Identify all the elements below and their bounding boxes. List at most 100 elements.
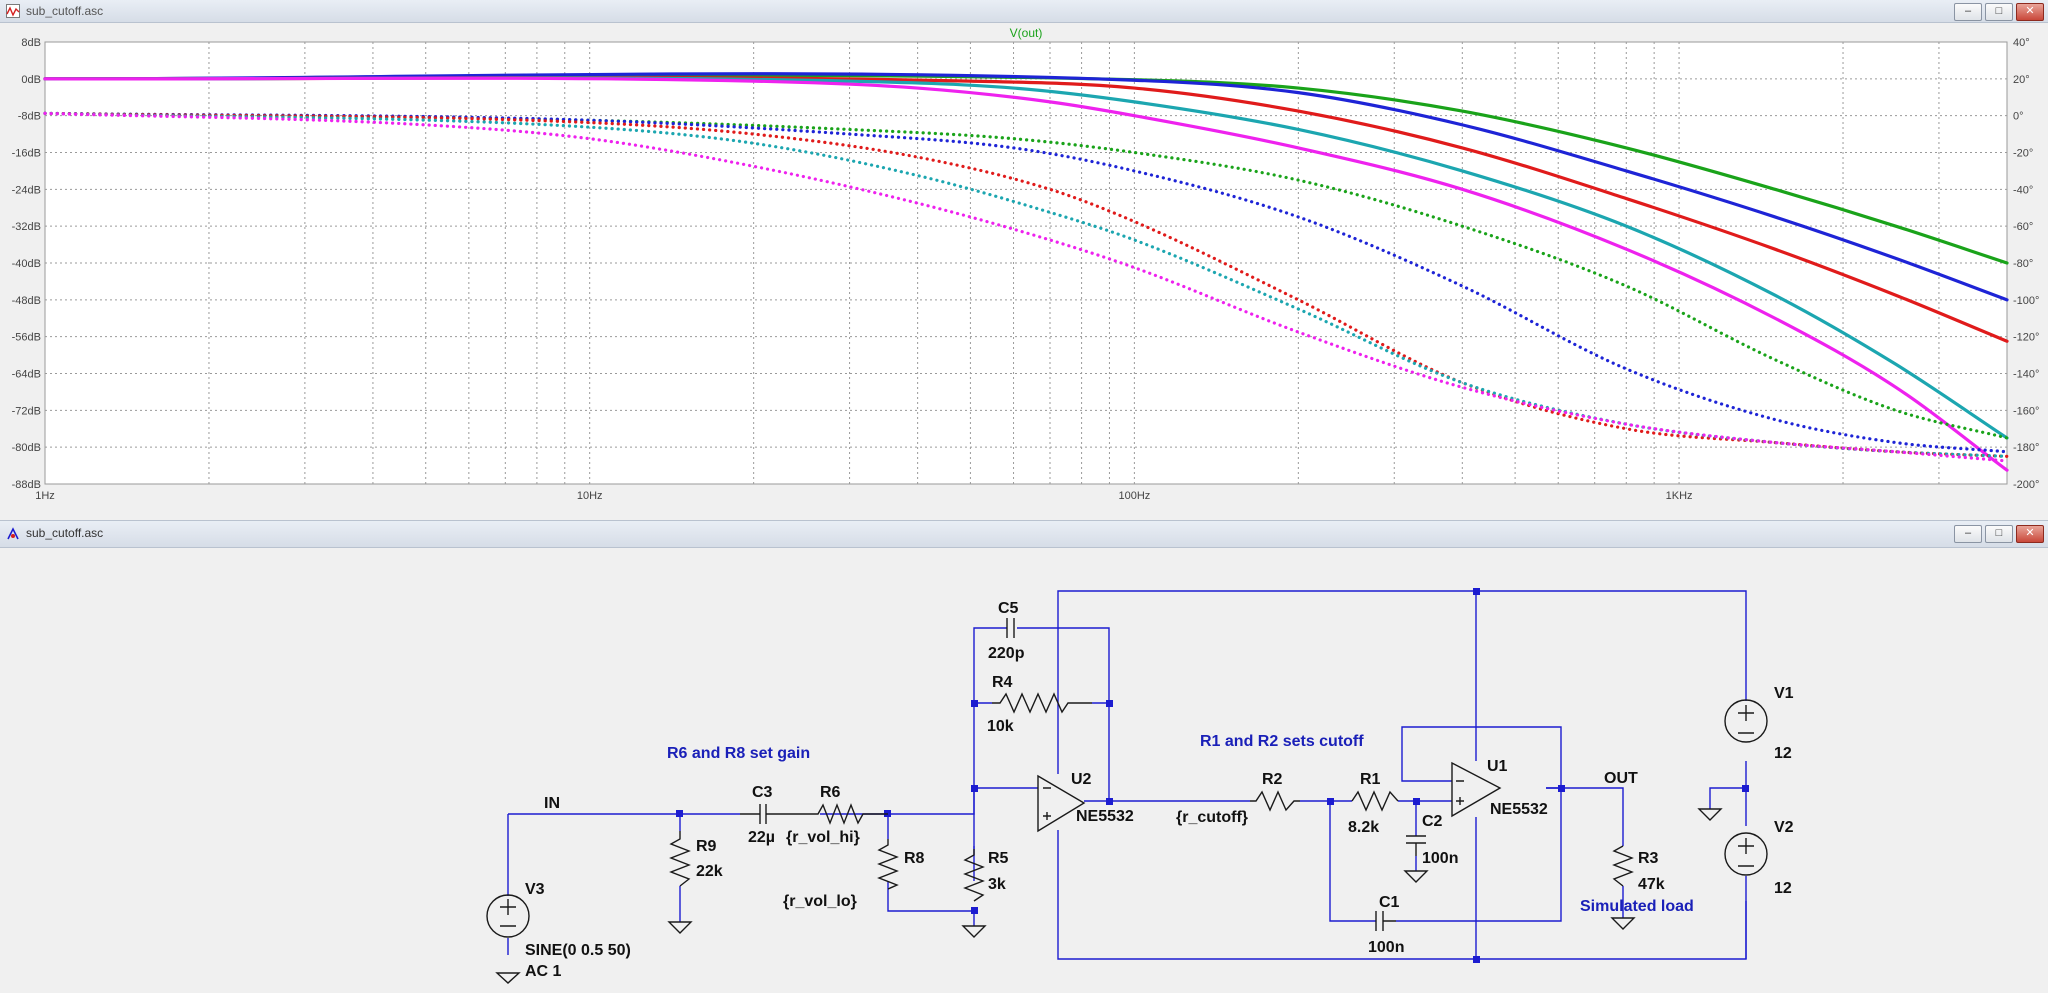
resistor-r2-symbol[interactable] bbox=[1250, 790, 1300, 812]
y-right-tick-label: -140° bbox=[2013, 369, 2039, 381]
comment-cutoff[interactable]: R1 and R2 sets cutoff bbox=[1200, 733, 1364, 750]
y-left-tick-label: -24dB bbox=[12, 184, 41, 196]
ref-r8[interactable]: R8 bbox=[904, 850, 925, 867]
trace-dotted-8[interactable] bbox=[43, 111, 2009, 458]
value-c2[interactable]: 100n bbox=[1422, 850, 1458, 867]
y-right-tick-label: -60° bbox=[2013, 221, 2033, 233]
voltage-source-v1-symbol[interactable] bbox=[1724, 699, 1768, 743]
minimize-button[interactable]: – bbox=[1954, 525, 1982, 543]
schematic-canvas[interactable]: IN OUT R6 and R8 set gain R1 and R2 sets… bbox=[0, 547, 2048, 993]
ref-u2[interactable]: U2 bbox=[1071, 771, 1092, 788]
schematic-titlebar[interactable]: sub_cutoff.asc – □ ✕ bbox=[0, 521, 2048, 548]
y-right-tick-label: -180° bbox=[2013, 442, 2039, 454]
ground-symbol bbox=[1697, 808, 1723, 821]
capacitor-c2-symbol[interactable] bbox=[1406, 835, 1426, 856]
value-r8[interactable]: {r_vol_lo} bbox=[783, 893, 857, 910]
ref-r4[interactable]: R4 bbox=[992, 674, 1013, 691]
y-right-tick-label: -80° bbox=[2013, 258, 2033, 270]
ref-v1[interactable]: V1 bbox=[1774, 685, 1794, 702]
ref-r2[interactable]: R2 bbox=[1262, 771, 1283, 788]
resistor-r4-symbol[interactable] bbox=[992, 692, 1092, 714]
value-r1[interactable]: 8.2k bbox=[1348, 819, 1379, 836]
voltage-source-v2-symbol[interactable] bbox=[1724, 832, 1768, 876]
x-tick-label: 100Hz bbox=[1118, 490, 1150, 502]
x-tick-label: 10Hz bbox=[577, 490, 603, 502]
value-v3[interactable]: SINE(0 0.5 50) bbox=[525, 942, 631, 959]
plot-titlebar[interactable]: sub_cutoff.asc – □ ✕ bbox=[0, 0, 2048, 23]
y-left-tick-label: -88dB bbox=[12, 479, 41, 491]
resistor-r6-symbol[interactable] bbox=[810, 803, 888, 825]
y-right-tick-label: -100° bbox=[2013, 295, 2039, 307]
maximize-button[interactable]: □ bbox=[1985, 3, 2013, 21]
ref-c5[interactable]: C5 bbox=[998, 600, 1019, 617]
trace-solid-4[interactable] bbox=[43, 76, 2009, 472]
value-r5[interactable]: 3k bbox=[988, 876, 1006, 893]
capacitor-c1-symbol[interactable] bbox=[1375, 911, 1396, 931]
x-tick-label: 1Hz bbox=[35, 490, 55, 502]
value-r2[interactable]: {r_cutoff} bbox=[1176, 809, 1248, 826]
value-r9[interactable]: 22k bbox=[696, 863, 723, 880]
resistor-r5-symbol[interactable] bbox=[963, 849, 985, 902]
value-u1[interactable]: NE5532 bbox=[1490, 801, 1548, 818]
ground-symbol bbox=[1403, 870, 1429, 883]
y-right-tick-label: -20° bbox=[2013, 148, 2033, 160]
trace-label-vout[interactable]: V(out) bbox=[1010, 26, 1043, 40]
ground-symbol bbox=[1610, 917, 1636, 930]
opamp-u1-symbol[interactable] bbox=[1451, 761, 1502, 818]
trace-dotted-9[interactable] bbox=[43, 111, 2009, 463]
y-right-tick-label: 40° bbox=[2013, 37, 2030, 49]
value-r6[interactable]: {r_vol_hi} bbox=[786, 829, 860, 846]
value2-v3[interactable]: AC 1 bbox=[525, 963, 562, 980]
ref-r5[interactable]: R5 bbox=[988, 850, 1009, 867]
resistor-r1-symbol[interactable] bbox=[1351, 790, 1399, 812]
ref-r6[interactable]: R6 bbox=[820, 784, 841, 801]
comment-load[interactable]: Simulated load bbox=[1580, 898, 1694, 915]
ref-r9[interactable]: R9 bbox=[696, 838, 717, 855]
y-right-tick-label: -120° bbox=[2013, 332, 2039, 344]
capacitor-c3-symbol[interactable] bbox=[740, 804, 810, 824]
y-left-tick-label: -48dB bbox=[12, 295, 41, 307]
trace-solid-1[interactable] bbox=[43, 72, 2009, 302]
y-left-tick-label: -64dB bbox=[12, 369, 41, 381]
value-v1[interactable]: 12 bbox=[1774, 745, 1792, 762]
value-u2[interactable]: NE5532 bbox=[1076, 808, 1134, 825]
schematic-labels: IN OUT R6 and R8 set gain R1 and R2 sets… bbox=[525, 600, 1794, 980]
trace-dotted-6[interactable] bbox=[43, 111, 2009, 454]
value-r3[interactable]: 47k bbox=[1638, 876, 1665, 893]
ref-v2[interactable]: V2 bbox=[1774, 819, 1794, 836]
net-label-out[interactable]: OUT bbox=[1604, 770, 1638, 787]
y-left-tick-label: 0dB bbox=[21, 74, 41, 86]
resistor-r3-symbol[interactable] bbox=[1612, 845, 1634, 887]
comment-gain[interactable]: R6 and R8 set gain bbox=[667, 745, 810, 762]
ref-v3[interactable]: V3 bbox=[525, 881, 545, 898]
value-r4[interactable]: 10k bbox=[987, 718, 1014, 735]
resistor-r9-symbol[interactable] bbox=[669, 831, 691, 887]
capacitor-c5-symbol[interactable] bbox=[1006, 618, 1015, 638]
value-c1[interactable]: 100n bbox=[1368, 939, 1404, 956]
net-label-in[interactable]: IN bbox=[544, 795, 560, 812]
trace-dotted-7[interactable] bbox=[43, 111, 2009, 458]
minimize-button[interactable]: – bbox=[1954, 3, 1982, 21]
ref-c3[interactable]: C3 bbox=[752, 784, 773, 801]
y-left-tick-label: -32dB bbox=[12, 221, 41, 233]
ref-c2[interactable]: C2 bbox=[1422, 813, 1443, 830]
value-c3[interactable]: 22µ bbox=[748, 829, 775, 846]
close-button[interactable]: ✕ bbox=[2016, 525, 2044, 543]
ref-u1[interactable]: U1 bbox=[1487, 758, 1508, 775]
value-c5[interactable]: 220p bbox=[988, 645, 1025, 662]
y-right-tick-label: -200° bbox=[2013, 479, 2039, 491]
maximize-button[interactable]: □ bbox=[1985, 525, 2013, 543]
opamp-u2-symbol[interactable] bbox=[1037, 774, 1086, 833]
close-button[interactable]: ✕ bbox=[2016, 3, 2044, 21]
schematic-window-title: sub_cutoff.asc bbox=[26, 526, 104, 540]
ref-c1[interactable]: C1 bbox=[1379, 894, 1400, 911]
voltage-source-v3-symbol[interactable] bbox=[486, 894, 530, 938]
resistor-r8-symbol[interactable] bbox=[877, 839, 899, 890]
ref-r3[interactable]: R3 bbox=[1638, 850, 1659, 867]
value-v2[interactable]: 12 bbox=[1774, 880, 1792, 897]
y-right-tick-label: -160° bbox=[2013, 405, 2039, 417]
ref-r1[interactable]: R1 bbox=[1360, 771, 1381, 788]
y-left-tick-label: -80dB bbox=[12, 442, 41, 454]
x-tick-label: 1KHz bbox=[1666, 490, 1693, 502]
